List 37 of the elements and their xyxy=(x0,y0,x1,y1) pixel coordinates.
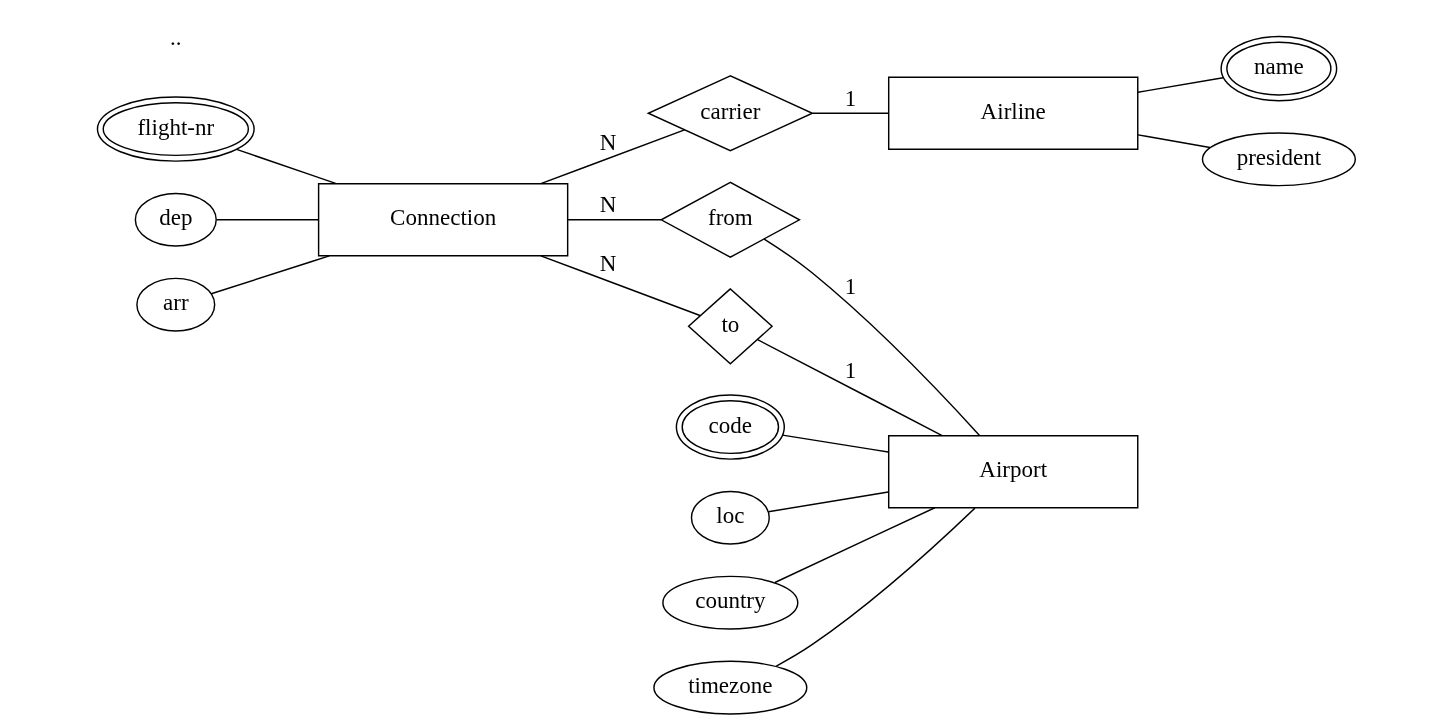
node-ellipse: loc xyxy=(690,490,770,545)
connector xyxy=(773,507,935,584)
edge-label: 1 xyxy=(844,273,856,300)
node-ellipse: flight-nr xyxy=(96,96,255,162)
connector xyxy=(774,507,976,667)
node-ellipse: arr xyxy=(135,277,215,332)
node-ellipse: dep xyxy=(134,192,217,247)
connector xyxy=(539,255,701,317)
connector xyxy=(210,255,330,295)
connector xyxy=(756,339,943,437)
connector xyxy=(811,112,889,114)
connector xyxy=(763,238,980,437)
connector xyxy=(566,219,662,221)
connector xyxy=(767,491,889,513)
connector xyxy=(539,129,685,185)
connector xyxy=(1136,77,1224,93)
edge-label: N xyxy=(599,250,616,277)
node-diamond: from xyxy=(659,181,801,258)
node-ellipse: president xyxy=(1201,132,1356,187)
node-ellipse: timezone xyxy=(652,660,807,715)
node-box: Connection xyxy=(317,183,568,257)
node-diamond: carrier xyxy=(646,75,814,152)
connector xyxy=(781,434,889,453)
node-ellipse: code xyxy=(675,394,785,460)
edge-label: 1 xyxy=(844,356,856,383)
connector xyxy=(1136,134,1211,149)
connector xyxy=(215,219,319,221)
node-ellipse: name xyxy=(1219,35,1337,102)
node-ellipse: country xyxy=(661,575,798,630)
connector xyxy=(235,148,337,185)
edge-label: N xyxy=(599,129,616,156)
edge-label: N xyxy=(599,191,616,218)
node-box: Airport xyxy=(887,435,1138,509)
node-diamond: to xyxy=(687,287,773,365)
edge-label: 1 xyxy=(844,84,856,111)
label: .. xyxy=(169,24,182,51)
node-box: Airline xyxy=(887,76,1138,150)
